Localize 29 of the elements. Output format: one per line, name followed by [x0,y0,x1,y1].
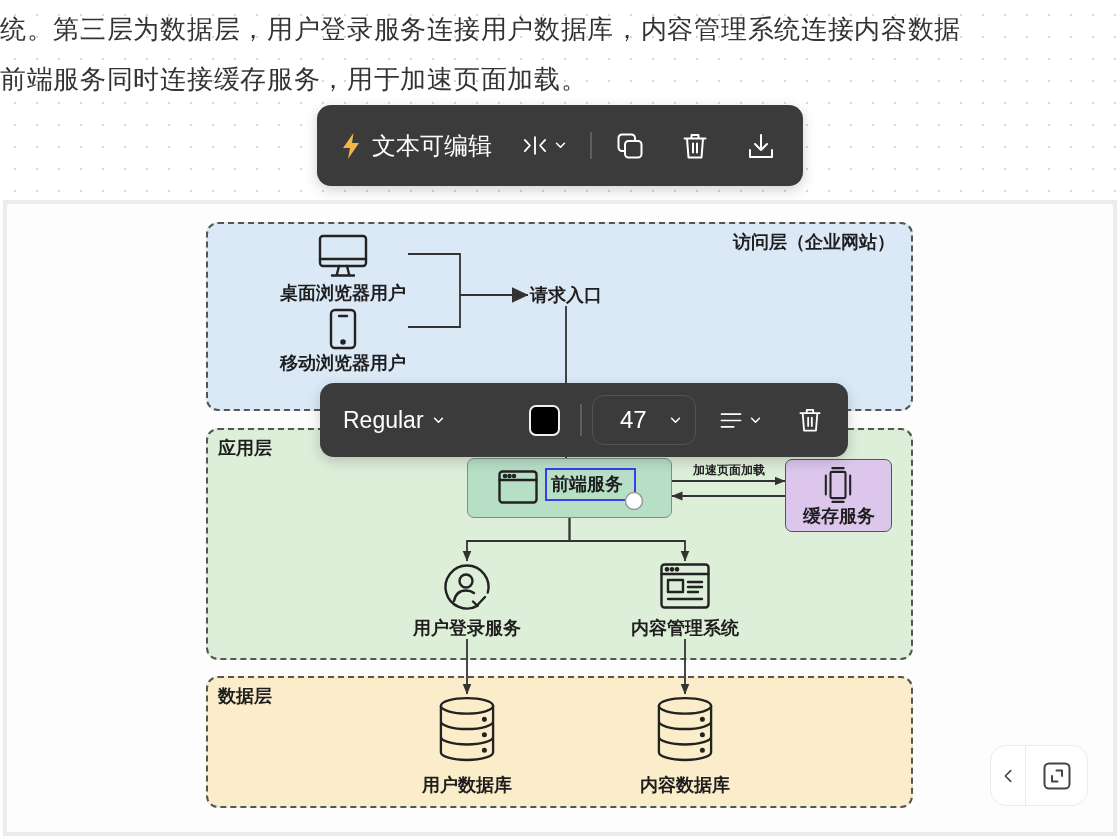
node-label: 请求入口 [530,284,602,306]
node-label: 移动浏览器用户 [279,352,406,374]
layer-title: 数据层 [218,685,272,707]
paragraph: 统。第三层为数据层，用户登录服务连接用户数据库，内容管理系统连接内容数据 [0,13,962,46]
node-label: 缓存服务 [802,505,875,527]
arrow [568,517,690,562]
layer-panel [206,676,913,808]
node-label: 内容管理系统 [631,617,739,639]
node-label: 桌面浏览器用户 [279,282,406,304]
connector-line [407,294,461,328]
arrow [680,638,690,695]
edit-text-button: 文本可编辑 [341,125,503,166]
node-label: 前端服务 [551,473,623,495]
edge-label: 加速页面加载 [690,463,767,477]
font-size-select: 47 [592,395,696,445]
paragraph: 前端服务同时连接缓存服务，用于加速页面加载。 [0,63,588,96]
arrow [462,638,472,695]
node-label: 用户数据库 [422,774,512,796]
service-panel [467,458,672,518]
node-label: 内容数据库 [640,774,730,796]
arrow [460,287,529,303]
node-label: 用户登录服务 [413,617,521,639]
layer-title: 访问层（企业网站） [733,231,895,253]
arrow [671,476,786,486]
service-panel [785,459,892,532]
arrow [671,491,786,501]
connector-line [407,253,461,296]
layer-title: 应用层 [218,437,272,459]
font-select: Regular [338,399,470,441]
